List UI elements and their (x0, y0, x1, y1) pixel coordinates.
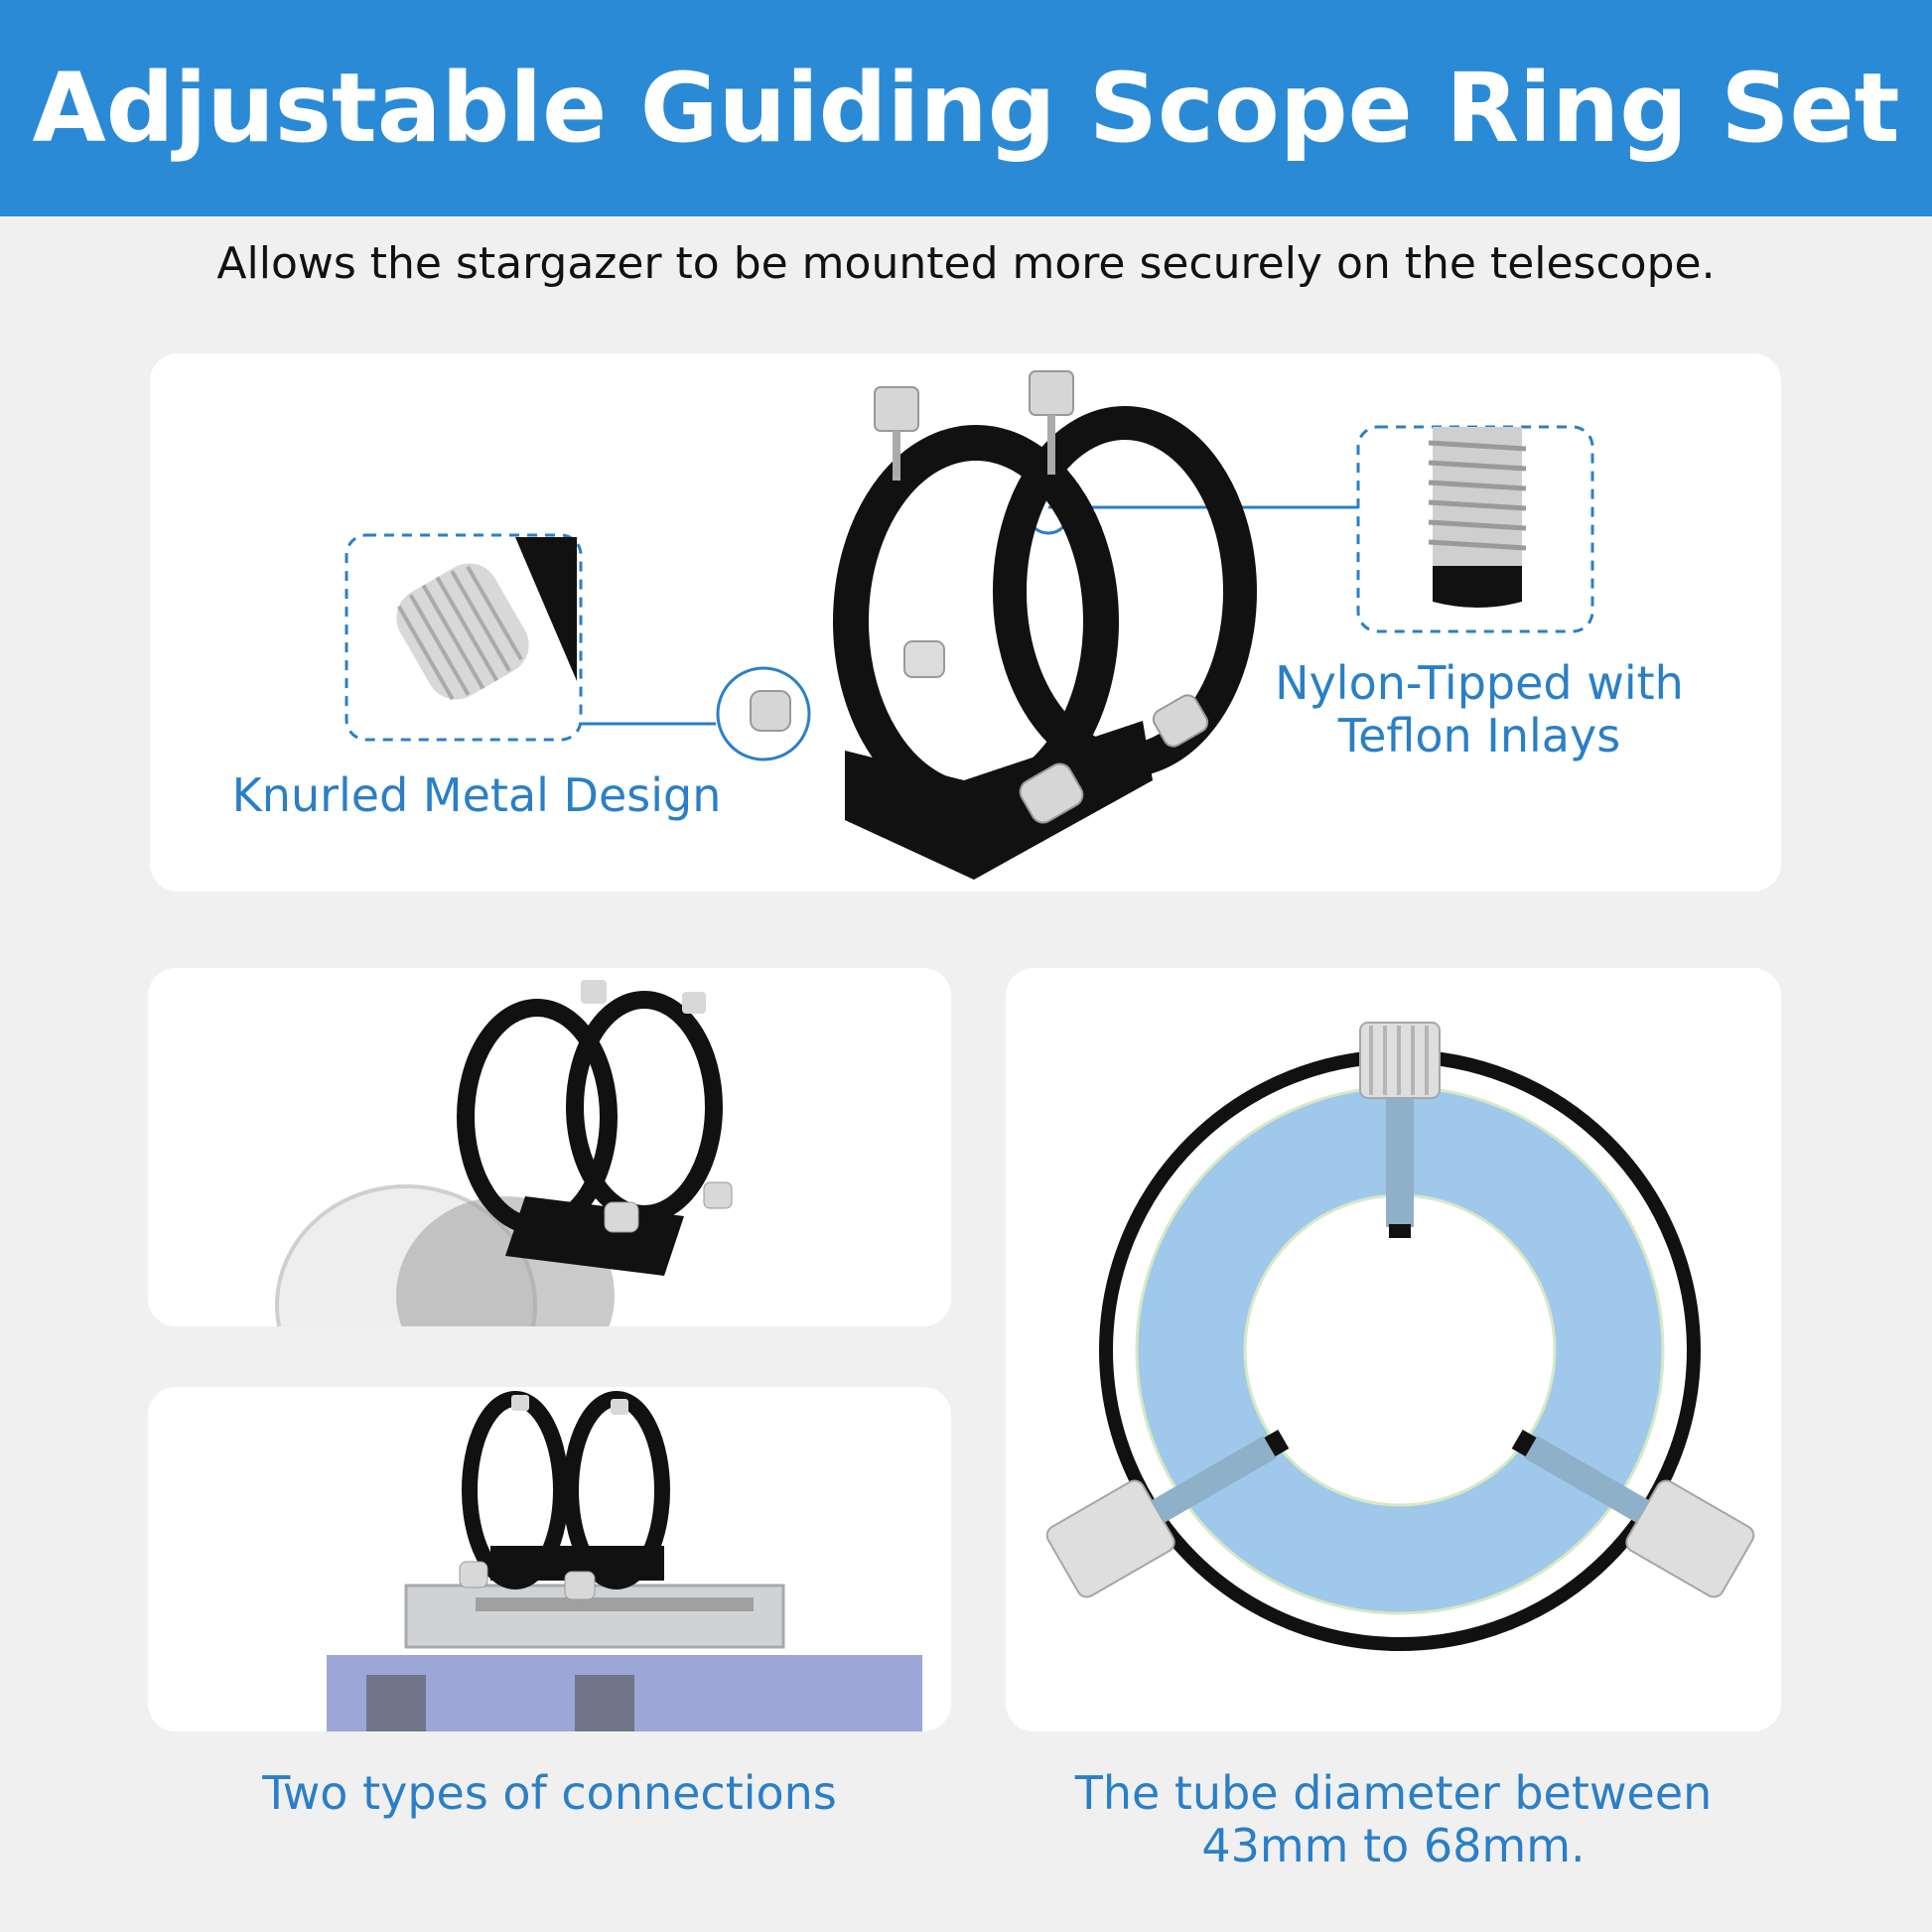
knurled-callout-box (345, 533, 583, 742)
top-screw-icon (1386, 1098, 1414, 1227)
tube-diameter-diagram-panel (1006, 968, 1781, 1731)
guide-rings-icon (750, 370, 1257, 880)
knurled-callout-label: Knurled Metal Design (231, 768, 722, 822)
diameter-caption-line2: 43mm to 68mm. (1201, 1818, 1586, 1872)
rings-on-telescope-illustration (275, 980, 733, 1326)
nylon-callout-label: Nylon-Tipped with Teflon Inlays (1251, 657, 1708, 762)
knurled-knob-icon (396, 537, 577, 701)
ring-set-illustration (345, 370, 1594, 880)
nylon-callout-line2: Teflon Inlays (1337, 708, 1621, 762)
knurled-highlight-circle (716, 666, 811, 761)
product-overview-panel (150, 353, 1781, 892)
dovetail-mount-photo-panel (148, 1387, 951, 1731)
nylon-callout-line1: Nylon-Tipped with (1275, 656, 1684, 710)
diameter-caption-line1: The tube diameter between (1074, 1766, 1713, 1820)
min-diameter-circle (1243, 1193, 1557, 1507)
telescope-mount-photo-panel (148, 968, 951, 1326)
right-knob-icon (1511, 1429, 1755, 1598)
page-title: Adjustable Guiding Scope Ring Set (32, 53, 1900, 164)
title-banner: Adjustable Guiding Scope Ring Set (0, 0, 1932, 216)
threaded-screw-icon (1428, 427, 1527, 608)
subtitle: Allows the stargazer to be mounted more … (216, 238, 1716, 289)
connections-caption: Two types of connections (262, 1766, 837, 1820)
diameter-caption: The tube diameter between 43mm to 68mm. (1006, 1767, 1781, 1872)
left-knob-icon (1045, 1429, 1290, 1598)
tube-diameter-illustration (1045, 1022, 1755, 1651)
rings-on-dovetail-illustration (327, 1391, 922, 1731)
